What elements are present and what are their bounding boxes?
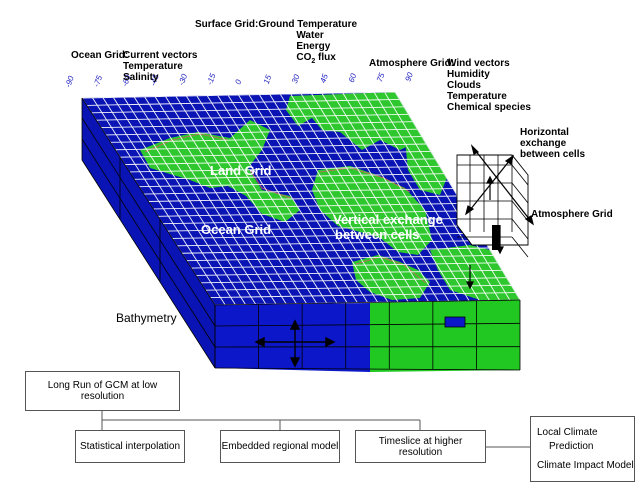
timeslice-box: Timeslice at higher resolution	[355, 430, 486, 463]
grid-parallel	[186, 254, 494, 262]
front-layer-line	[214, 299, 521, 306]
statistical-interpolation-box: Statistical interpolation	[75, 430, 185, 463]
grid-parallel	[157, 210, 467, 217]
front-layer-line	[214, 322, 521, 327]
longitude-label: -75	[92, 74, 105, 88]
slab-front-land	[370, 300, 520, 372]
grid-parallel	[210, 292, 516, 299]
longitude-label: -90	[63, 74, 76, 88]
grid-parallel	[100, 121, 413, 129]
land-northern	[286, 92, 425, 150]
longitude-label: -45	[148, 73, 161, 87]
longitude-label: -30	[177, 72, 190, 86]
grid-parallel	[148, 195, 458, 202]
atmosphere-layer-line	[511, 236, 529, 258]
longitude-labels: -90 -75 -60 -45 -30 -15 0 15 30 45 60 75 90	[63, 71, 415, 89]
horizontal-exchange-label: Horizontal exchange between cells	[520, 127, 586, 160]
grid-parallel	[191, 262, 498, 269]
longitude-label: 15	[262, 73, 274, 85]
grid-parallel	[181, 247, 489, 254]
grid-parallel	[82, 92, 396, 99]
atmosphere-layer-line	[511, 200, 529, 222]
embedded-regional-model-box: Embedded regional model	[220, 430, 340, 463]
slab-front-ocean	[215, 303, 370, 372]
grid-parallel	[124, 158, 436, 165]
grid-parallel	[138, 180, 449, 188]
longitude-label: 30	[290, 73, 302, 85]
grid-parallel	[115, 143, 427, 151]
atmosphere-layer-line	[511, 164, 529, 186]
grid-parallel	[134, 173, 445, 180]
grid-parallel	[96, 113, 409, 121]
grid-parallel	[162, 217, 471, 225]
atmosphere-layer-line	[511, 218, 529, 240]
grid-parallel	[105, 128, 418, 136]
surface-grid-lines	[82, 92, 520, 305]
longitude-label: 0	[233, 78, 243, 86]
grid-parallel	[205, 284, 512, 291]
slab-left-side	[82, 98, 215, 368]
grid-parallel	[176, 240, 485, 247]
front-layer-line	[214, 367, 521, 371]
left-face-layers	[81, 97, 216, 369]
land-africa	[312, 166, 432, 255]
atmosphere-grid-side-label: Atmosphere Grid	[531, 209, 613, 220]
bathymetry-label: Bathymetry	[116, 311, 177, 325]
vertical-exchange-label: Vertical exchange between cells	[333, 212, 443, 242]
outputs-box: Local Climate Prediction Climate Impact …	[530, 416, 635, 482]
ocean-grid-center-label: Ocean Grid	[201, 222, 272, 237]
grid-parallel	[91, 106, 404, 114]
grid-parallel	[129, 165, 440, 173]
longitude-label: 90	[403, 71, 415, 83]
longitude-label: 45	[318, 72, 330, 84]
longitude-label: 75	[375, 71, 387, 83]
grid-parallel	[143, 188, 454, 195]
longitude-label: -15	[205, 72, 218, 86]
longitude-label: -60	[120, 73, 133, 87]
atmosphere-grid-lines	[457, 155, 529, 258]
longitude-label: 60	[347, 72, 359, 84]
front-exchange-arrows	[254, 319, 336, 368]
grid-parallel	[167, 225, 476, 232]
gcm-low-resolution-box: Long Run of GCM at low resolution	[25, 371, 180, 411]
highlighted-cell	[444, 316, 466, 328]
coast-lines	[144, 133, 427, 284]
atmosphere-layer-line	[511, 182, 529, 204]
grid-parallel	[153, 202, 462, 210]
grid-parallel	[195, 269, 503, 276]
land-grid-label: Land Grid	[210, 163, 272, 178]
grid-parallel	[200, 277, 507, 284]
co2-flux-label: CO2 flux	[296, 52, 336, 65]
grid-parallel	[110, 136, 422, 143]
grid-parallel	[119, 150, 431, 158]
grid-parallel	[86, 98, 400, 106]
atmosphere-base-stripe	[492, 225, 500, 250]
grid-parallel	[172, 232, 480, 239]
front-grid-lines	[214, 299, 521, 371]
